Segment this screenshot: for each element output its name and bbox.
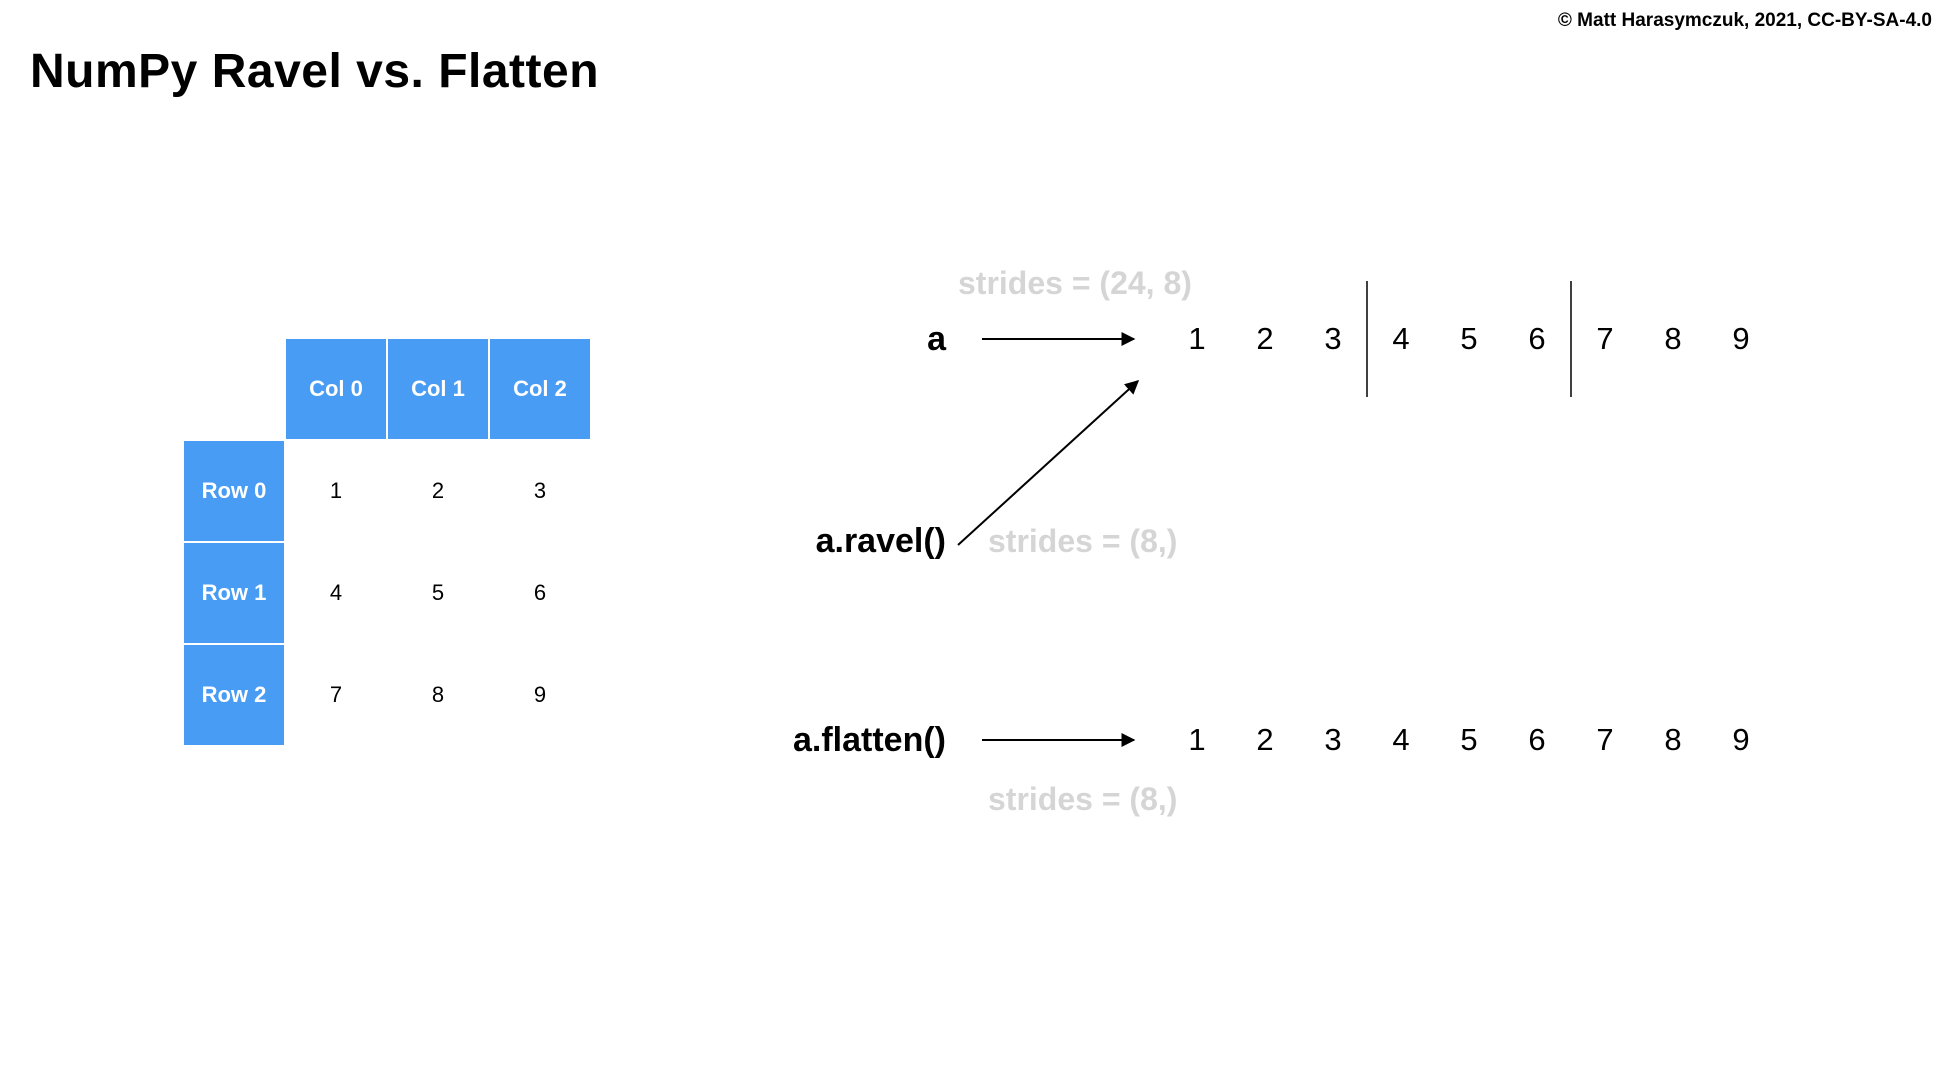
matrix-cell: 7 [286, 645, 386, 745]
memory-cell: 9 [1732, 722, 1750, 757]
memory-row-flatten: 1 2 3 4 5 6 7 8 9 [1163, 720, 1775, 760]
matrix-cell: 3 [490, 441, 590, 541]
memory-cell: 8 [1664, 321, 1682, 356]
memory-cell: 6 [1528, 321, 1546, 356]
matrix-cell: 4 [286, 543, 386, 643]
memory-cell: 6 [1528, 722, 1546, 757]
matrix-table: Col 0 Col 1 Col 2 Row 0 1 2 3 Row 1 4 5 … [184, 339, 590, 745]
a-strides-label: strides = (24, 8) [958, 265, 1192, 301]
memory-cell: 4 [1392, 321, 1410, 356]
memory-row-a: 1 2 3 4 5 6 7 8 9 [1163, 319, 1775, 359]
memory-cell: 5 [1460, 321, 1478, 356]
matrix-cell: 5 [388, 543, 488, 643]
matrix-cell: 9 [490, 645, 590, 745]
memory-cell: 7 [1596, 722, 1614, 757]
a-label: a [927, 320, 946, 358]
matrix-corner-cell [184, 339, 284, 439]
memory-cell: 2 [1256, 321, 1274, 356]
memory-cell: 9 [1732, 321, 1750, 356]
row-header-cell: Row 1 [184, 543, 284, 643]
memory-cell: 7 [1596, 321, 1614, 356]
memory-cell: 5 [1460, 722, 1478, 757]
col-header-cell: Col 0 [286, 339, 386, 439]
memory-cell: 3 [1324, 321, 1342, 356]
col-header-cell: Col 2 [490, 339, 590, 439]
ravel-label: a.ravel() [815, 522, 946, 560]
memory-cell: 2 [1256, 722, 1274, 757]
flatten-label: a.flatten() [793, 721, 946, 759]
matrix-cell: 2 [388, 441, 488, 541]
flatten-strides-label: strides = (8,) [988, 781, 1178, 817]
copyright-notice: © Matt Harasymczuk, 2021, CC-BY-SA-4.0 [1557, 10, 1932, 31]
row-header-cell: Row 0 [184, 441, 284, 541]
matrix-cell: 8 [388, 645, 488, 745]
page-title: NumPy Ravel vs. Flatten [30, 45, 600, 98]
matrix-cell: 1 [286, 441, 386, 541]
memory-cell: 1 [1188, 321, 1206, 356]
col-header-cell: Col 1 [388, 339, 488, 439]
memory-cell: 3 [1324, 722, 1342, 757]
memory-cell: 8 [1664, 722, 1682, 757]
row-header-cell: Row 2 [184, 645, 284, 745]
ravel-strides-label: strides = (8,) [988, 523, 1178, 559]
matrix-cell: 6 [490, 543, 590, 643]
memory-cell: 4 [1392, 722, 1410, 757]
memory-cell: 1 [1188, 722, 1206, 757]
